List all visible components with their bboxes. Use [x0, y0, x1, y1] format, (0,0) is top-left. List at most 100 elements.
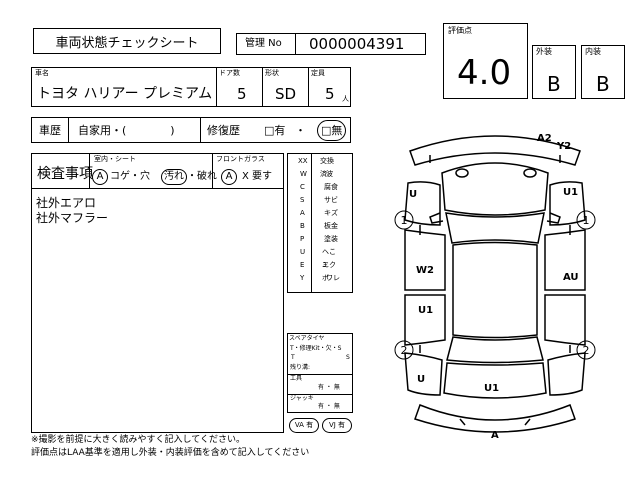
interior-box: 内装 B	[581, 45, 625, 99]
glass-a-circled[interactable]: A	[221, 169, 237, 185]
jack-value: 有 ・ 無	[318, 403, 340, 410]
repair-label: 修復歴	[207, 124, 240, 137]
headlight-right	[523, 168, 537, 178]
spare-tire-remain: 残り溝:	[290, 364, 311, 371]
kanri-label: 管理 No	[245, 38, 282, 49]
repair-no-circled[interactable]: □無	[317, 120, 347, 141]
car-damage-diagram[interactable]: 1 1 2 2 A2 Y2 U U1 W2 AU U1 U U1 A	[380, 125, 610, 445]
interior-yogore-circled[interactable]: 汚れ	[161, 169, 187, 185]
capacity-label: 定員	[311, 69, 325, 77]
wheel-rear-left	[394, 340, 414, 360]
interior-label: 内装	[585, 47, 601, 56]
inspection-box: 検査事項 室内・シート A コゲ・穴 汚れ ・破れ フロントガラス A X 要す…	[31, 153, 284, 433]
tools-label: 工具	[290, 375, 303, 382]
spare-tire-sub: T	[291, 354, 295, 361]
mark-a2: A2	[537, 133, 552, 144]
trunk	[443, 362, 547, 399]
jack-label: ジャッキ	[290, 395, 314, 402]
wheel-label: 2	[401, 344, 408, 357]
left-rear-door	[404, 294, 446, 346]
repair-sep: ・	[295, 124, 306, 137]
usage-label: 車歴	[39, 124, 61, 137]
exterior-value: B	[547, 72, 561, 96]
rear-window	[446, 336, 544, 364]
vehicle-row: 車名 トヨタ ハリアー プレミアム ドア数 5 形状 SD 定員 5 人	[31, 67, 351, 107]
kanri-box: 管理 No 0000004391	[236, 33, 426, 55]
mark-u-rear-left: U	[417, 374, 425, 385]
roof	[452, 241, 538, 339]
exterior-label: 外装	[536, 47, 552, 56]
score-label: 評価点	[448, 26, 472, 35]
note-line-1: 社外エアロ	[36, 196, 97, 210]
doors-value: 5	[237, 85, 247, 103]
mark-u-front-left: U	[409, 189, 417, 200]
mark-u1-left: U1	[418, 305, 433, 316]
exterior-box: 外装 B	[532, 45, 576, 99]
spare-tire-label: スペアタイヤ	[289, 335, 325, 342]
usage-value: 自家用・( )	[78, 124, 175, 137]
right-rear-door	[544, 294, 586, 346]
wheel-label: 2	[583, 344, 590, 357]
wheel-rear-right	[576, 340, 596, 360]
spare-tire-sub-right: S	[346, 354, 350, 361]
mark-w2: W2	[416, 265, 434, 276]
left-front-door	[404, 229, 446, 291]
rear-bumper	[414, 404, 576, 433]
capacity-unit: 人	[342, 95, 349, 103]
mark-a-rear: A	[491, 430, 499, 441]
car-name: トヨタ ハリアー プレミアム	[37, 86, 213, 102]
right-front-fender	[549, 181, 586, 226]
footer-note-2: 評価点はLAA基準を適用し外装・内装評価を含めて記入してください	[31, 448, 310, 458]
car-name-label: 車名	[35, 69, 49, 77]
body-label: 形状	[265, 69, 279, 77]
spare-tire-options: T・修理Kit・欠・S	[290, 345, 342, 352]
right-rear-fender	[547, 352, 586, 396]
wheel-front-right	[576, 210, 596, 230]
left-rear-fender	[404, 352, 443, 396]
left-front-fender	[404, 181, 441, 226]
mark-au: AU	[563, 272, 579, 283]
kanri-number: 0000004391	[309, 35, 405, 53]
interior-seat-label: 室内・シート	[94, 155, 136, 163]
spare-box: スペアタイヤ T・修理Kit・欠・S T S 残り溝: 工具 有 ・ 無 ジャッ…	[287, 333, 353, 413]
vj-button[interactable]: VJ 有	[322, 418, 352, 433]
repair-yes[interactable]: □有	[264, 124, 286, 137]
interior-yabure: ・破れ	[187, 171, 217, 182]
inspection-title: 検査事項	[37, 166, 93, 182]
mark-u1-front-right: U1	[563, 187, 578, 198]
wheel-label: 1	[583, 214, 590, 227]
right-mirror	[546, 212, 561, 224]
doors-label: ドア数	[219, 69, 240, 77]
score-value: 4.0	[457, 53, 512, 93]
left-mirror	[429, 212, 444, 224]
interior-a-circled[interactable]: A	[92, 169, 108, 185]
windshield	[445, 212, 545, 244]
tools-value: 有 ・ 無	[318, 384, 340, 391]
mark-u1-rear: U1	[484, 383, 499, 394]
footer-note-1: ※撮影を前提に大きく読みやすく記入してください。	[31, 435, 246, 445]
va-button[interactable]: VA 有	[289, 418, 319, 433]
right-front-door	[544, 229, 586, 291]
headlight-left	[455, 168, 469, 178]
sheet-title-box: 車両状態チェックシート	[33, 28, 221, 54]
capacity-value: 5	[325, 85, 335, 103]
interior-koge: コゲ・穴	[110, 171, 150, 182]
front-bumper	[409, 135, 581, 166]
glass-text: X 要す	[242, 171, 273, 182]
note-line-2: 社外マフラー	[36, 211, 109, 225]
interior-value: B	[596, 72, 610, 96]
body-value: SD	[275, 85, 297, 103]
wheel-front-left	[394, 210, 414, 230]
front-glass-label: フロントガラス	[216, 155, 265, 163]
